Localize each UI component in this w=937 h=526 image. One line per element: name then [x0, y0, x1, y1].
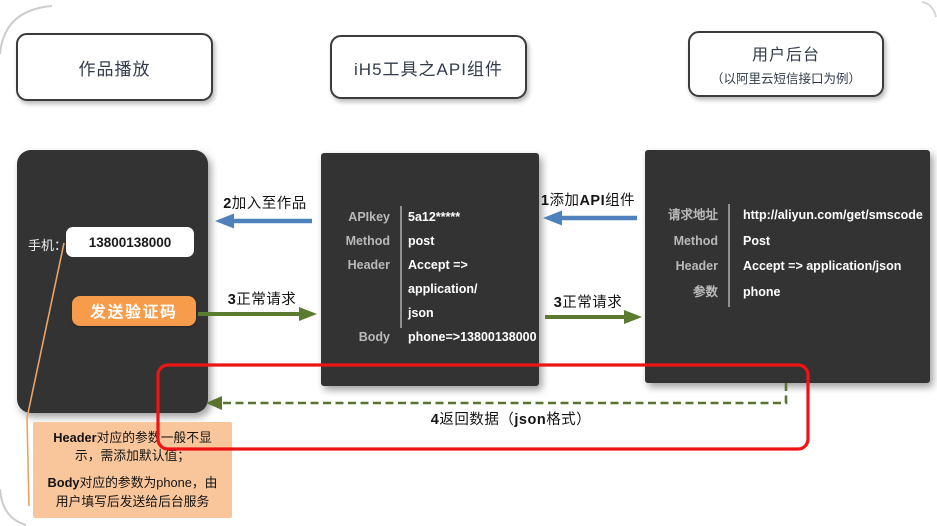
phone-number-input[interactable]: 13800138000: [66, 227, 194, 257]
api-settings-table: APIkey 5a12***** Method post Header Acce…: [321, 205, 539, 349]
table-divider: [400, 206, 402, 328]
header-box-playback: 作品播放: [16, 33, 213, 101]
header-box-backend: 用户后台 （以阿里云短信接口为例）: [688, 31, 884, 97]
header-box-ih5-api: iH5工具之API组件: [330, 35, 527, 99]
row-key: Header: [675, 259, 718, 273]
step4-return-arrow-head: [206, 396, 222, 410]
table-row: Method Post: [645, 229, 930, 255]
table-row: Header Accept => application/json: [645, 254, 930, 280]
row-value: Post: [743, 233, 771, 248]
header-playback-title: 作品播放: [78, 59, 151, 79]
send-code-button[interactable]: 发送验证码: [72, 296, 196, 326]
table-row: Method post: [321, 229, 539, 253]
backend-panel: 请求地址 http://aliyun.com/get/smscode Metho…: [645, 150, 930, 383]
row-key: Header: [347, 258, 390, 272]
header-backend-subtitle: （以阿里云短信接口为例）: [710, 72, 861, 86]
row-key: Method: [345, 234, 390, 248]
api-component-panel: APIkey 5a12***** Method post Header Acce…: [321, 153, 539, 386]
header-ih5-api-title: iH5工具之API组件: [354, 59, 503, 79]
row-value: Accept => application/ json: [408, 258, 478, 320]
row-value: phone=>13800138000: [408, 330, 537, 344]
row-key: Body: [358, 330, 390, 344]
note-box: Header对应的参数一般不显 示，需添加默认值； Body对应的参数为phon…: [33, 422, 232, 518]
table-row: Header Accept => application/ json: [321, 253, 539, 325]
step3-right-label: 3正常请求: [553, 295, 623, 311]
frame-corner-top-right: [921, 1, 937, 18]
row-key: APIkey: [348, 210, 390, 224]
step2-label: 2加入至作品: [223, 196, 307, 212]
table-row: Body phone=>13800138000: [321, 325, 539, 349]
phone-field-label: 手机：: [28, 238, 68, 253]
row-value: Accept => application/json: [743, 259, 902, 273]
row-value: post: [408, 234, 435, 248]
table-divider: [728, 204, 730, 307]
row-key: 参数: [692, 284, 718, 299]
row-key: Method: [673, 233, 718, 248]
phone-mockup-panel: 手机： 13800138000 发送验证码: [17, 150, 208, 413]
row-value: phone: [743, 284, 781, 299]
header-backend-title: 用户后台: [751, 47, 820, 64]
step3-left-label: 3正常请求: [227, 292, 297, 308]
step3-left-arrow-head: [299, 307, 317, 321]
step1-arrow-head: [543, 210, 562, 226]
frame-corner-bottom-left: [0, 488, 27, 526]
step2-arrow-head: [215, 213, 234, 229]
note-paragraph-body: Body对应的参数为phone，由 用户填写后发送给后台服务: [47, 475, 218, 509]
note-paragraph-header: Header对应的参数一般不显 示，需添加默认值；: [53, 429, 212, 464]
table-row: 参数 phone: [645, 280, 930, 306]
step4-return-dashed-line: [220, 383, 788, 405]
row-value: http://aliyun.com/get/smscode: [743, 208, 923, 222]
table-row: 请求地址 http://aliyun.com/get/smscode: [645, 203, 930, 229]
step1-label: 1添加API组件: [540, 193, 636, 209]
row-key: 请求地址: [667, 208, 718, 222]
table-row: APIkey 5a12*****: [321, 205, 539, 229]
backend-settings-table: 请求地址 http://aliyun.com/get/smscode Metho…: [645, 203, 930, 305]
row-value: 5a12*****: [408, 210, 461, 224]
step3-right-arrow-head: [624, 310, 642, 324]
step4-label: 4返回数据（json格式）: [430, 412, 592, 428]
